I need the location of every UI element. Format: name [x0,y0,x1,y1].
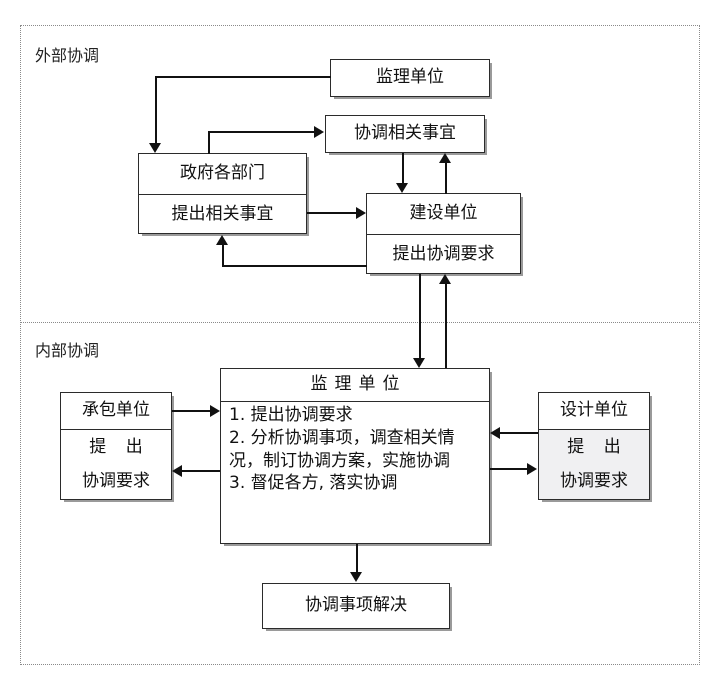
node-resolution-title: 协调事项解决 [305,595,407,616]
arrowhead-into-government-top [149,143,161,153]
node-construction-subtitle: 提出协调要求 [367,234,520,274]
connector-construction-to-government-horizontal [222,265,367,267]
connector-government-to-matters-horizontal [208,131,315,133]
node-government-title: 政府各部门 [180,163,265,184]
connector-construction-to-government-vertical [222,245,224,267]
node-supervision-center[interactable]: 监理单位 1. 提出协调要求 2. 分析协调事项，调查相关情 况，制订协调方案，… [220,368,490,544]
arrowhead-into-design-left [527,463,537,475]
connector-supervision-to-design [490,468,528,470]
connector-supervision-to-contractor [182,470,220,472]
arrowhead-into-construction-top [396,183,408,193]
arrowhead-into-construction-left [356,207,366,219]
node-supervision-center-title: 监理单位 [310,374,407,395]
node-resolution[interactable]: 协调事项解决 [262,583,450,629]
node-design-subtitle-line2: 协调要求 [539,465,649,499]
node-design[interactable]: 设计单位 提 出 协调要求 [538,392,650,500]
connector-construction-to-matters [445,163,447,194]
connector-design-to-supervision [500,432,538,434]
arrowhead-into-contractor-right [172,465,182,477]
section-label-external: 外部协调 [35,46,100,65]
node-contractor-subtitle-line1: 提 出 [61,429,171,465]
node-supervision-top-title: 监理单位 [376,67,444,88]
connector-government-to-construction [307,212,357,214]
node-coordinate-matters[interactable]: 协调相关事宜 [325,115,485,153]
connector-construction-to-supervision-center [419,274,421,359]
node-government[interactable]: 政府各部门 提出相关事宜 [138,153,307,234]
node-contractor-subtitle-line2: 协调要求 [82,471,150,492]
node-coordinate-matters-title: 协调相关事宜 [354,123,456,144]
node-contractor-title: 承包单位 [82,400,150,421]
arrowhead-into-supervision-center-top [413,358,425,368]
arrowhead-into-construction-bottom [439,274,451,284]
node-supervision-center-duties: 1. 提出协调要求 2. 分析协调事项，调查相关情 况，制订协调方案，实施协调 … [221,401,489,543]
arrowhead-into-resolution-top [350,572,362,582]
node-contractor[interactable]: 承包单位 提 出 协调要求 [60,392,172,500]
connector-supervision-to-government-horizontal [155,76,331,78]
connector-matters-to-construction [402,153,404,184]
node-government-subtitle: 提出相关事宜 [139,194,306,234]
node-supervision-top[interactable]: 监理单位 [330,59,490,97]
node-design-title: 设计单位 [560,400,628,421]
panel-divider-line [20,322,700,323]
arrowhead-into-coordinate-matters-bottom [439,153,451,163]
node-design-subtitle-line1: 提 出 [539,429,649,465]
connector-supervision-to-government-vertical [155,76,157,144]
arrowhead-into-supervision-center-right [490,427,500,439]
arrowhead-into-government-bottom [216,235,228,245]
node-construction-title: 建设单位 [409,203,478,224]
arrowhead-into-coordinate-matters-left [314,126,324,138]
arrowhead-into-supervision-center-left [210,405,220,417]
connector-supervision-to-resolution [356,544,358,573]
outer-dotted-frame [20,25,700,665]
node-construction[interactable]: 建设单位 提出协调要求 [366,193,521,274]
connector-contractor-to-supervision [172,410,212,412]
connector-supervision-center-to-construction [445,284,447,368]
connector-government-to-matters-vertical [208,131,210,154]
section-label-internal: 内部协调 [35,341,100,360]
